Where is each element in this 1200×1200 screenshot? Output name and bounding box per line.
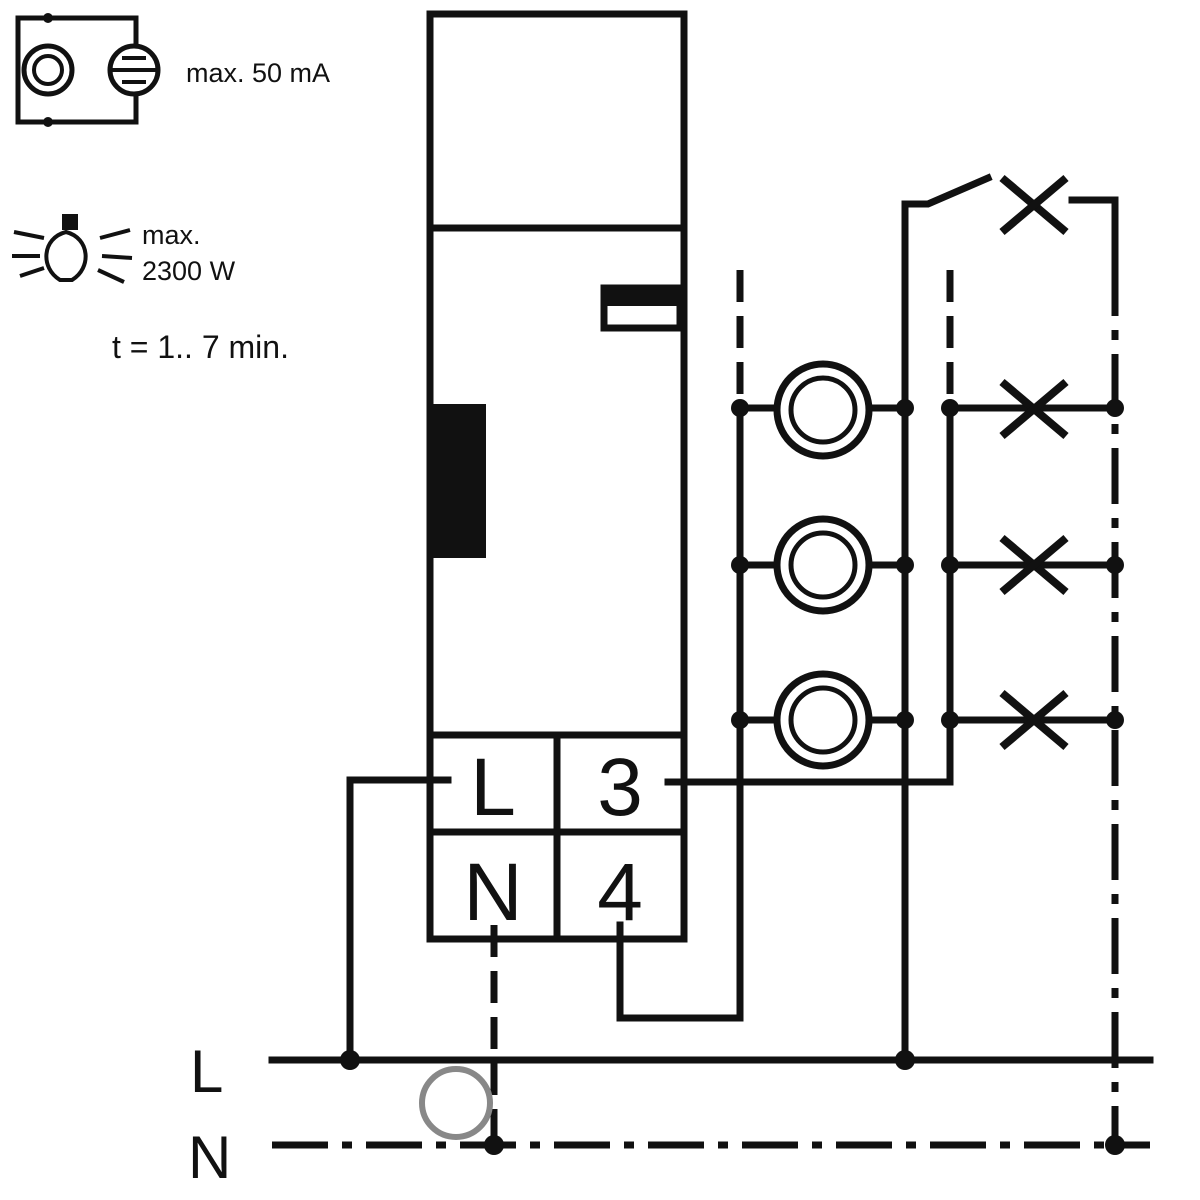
pushbutton-row-2[interactable] [731, 515, 914, 615]
lamp-load-line1: max. [142, 220, 201, 250]
bus-N-label: N [188, 1124, 231, 1191]
switch-contact-icon [999, 174, 1069, 236]
light-bulb-icon [12, 214, 133, 284]
terminal-3-label: 3 [597, 742, 643, 833]
lamp-row-3 [941, 689, 1124, 751]
terminal-L-label: L [470, 742, 516, 833]
lamp-icon [999, 534, 1069, 596]
lamp-icon [999, 378, 1069, 440]
illuminated-pushbutton-icon[interactable] [773, 670, 873, 770]
timer-device: L 3 N 4 [426, 10, 688, 943]
glow-lamp-symbol-icon [107, 43, 161, 97]
time-adjust-knob[interactable] [432, 404, 486, 558]
bus-L-label: L [190, 1038, 223, 1105]
glow-load-legend: max. 50 mA [15, 13, 330, 127]
illuminated-pushbutton-icon[interactable] [773, 360, 873, 460]
lamp-load-legend: max. 2300 W t = 1.. 7 min. [12, 214, 289, 365]
glow-lamp-icon [21, 43, 75, 97]
pushbutton-row-1[interactable] [731, 360, 914, 460]
time-range-text: t = 1.. 7 min. [112, 329, 289, 365]
lamp-row-2 [941, 534, 1124, 596]
glow-load-text: max. 50 mA [186, 58, 330, 88]
lamp-load-line2: 2300 W [142, 256, 236, 286]
supply-lines: L N [188, 1038, 1154, 1191]
pushbutton-row-3[interactable] [731, 670, 914, 770]
wiring [340, 173, 1125, 1155]
lamp-icon [999, 689, 1069, 751]
illuminated-pushbutton-icon[interactable] [773, 515, 873, 615]
lamp-row-1 [941, 378, 1124, 440]
neutral-loop [419, 1066, 493, 1140]
terminal-N-label: N [463, 847, 522, 938]
